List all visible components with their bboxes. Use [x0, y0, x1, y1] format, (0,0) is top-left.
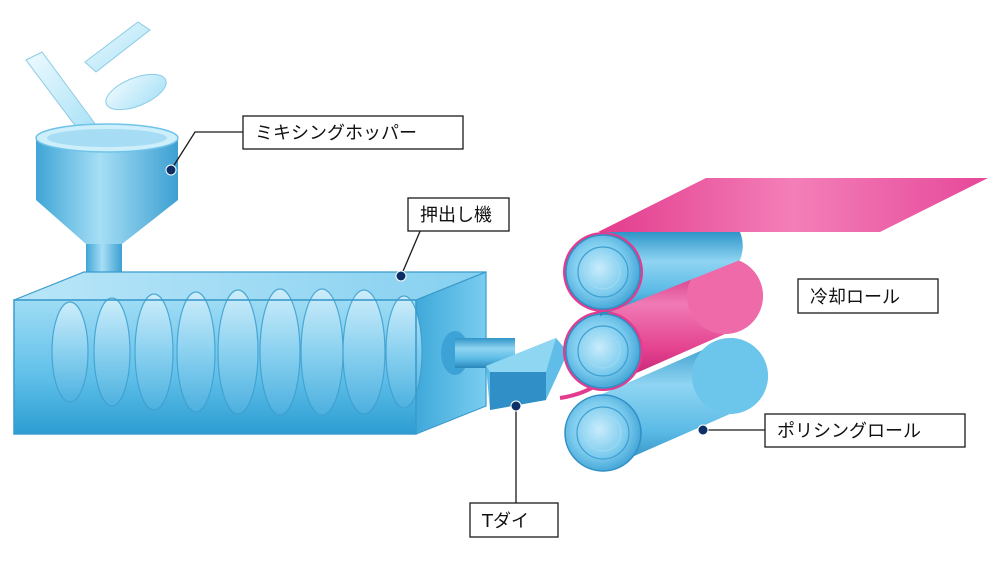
- callout-polishing-roll: ポリシングロール: [697, 413, 966, 448]
- callout-cooling-roll: 冷却ロール: [797, 278, 939, 314]
- label-cooling-roll: 冷却ロール: [810, 287, 900, 308]
- polishing-roll: [564, 338, 768, 472]
- mixing-hopper: [35, 123, 179, 291]
- extruder: [13, 271, 487, 435]
- cooling-roll: [563, 232, 743, 316]
- callout-mixing-hopper: ミキシングホッパー: [165, 115, 464, 176]
- extruder-screw: [51, 288, 423, 416]
- material-flakes: [25, 21, 167, 133]
- label-extruder: 押出し機: [420, 205, 492, 226]
- t-die: [441, 331, 568, 410]
- label-polishing-roll: ポリシングロール: [777, 421, 921, 442]
- label-mixing-hopper: ミキシングホッパー: [255, 123, 417, 144]
- middle-roll: [563, 258, 763, 391]
- callout-t-die: Tダイ: [469, 400, 559, 538]
- label-t-die: Tダイ: [481, 511, 529, 532]
- callout-extruder: 押出し機: [395, 197, 510, 282]
